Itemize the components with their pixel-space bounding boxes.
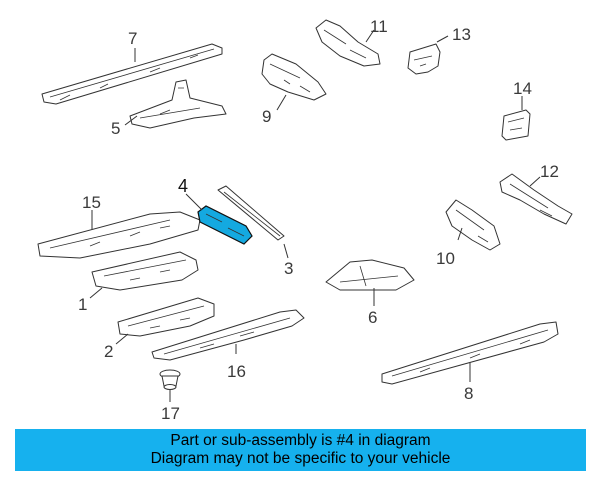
part-15[interactable] bbox=[37, 211, 201, 259]
part-5[interactable] bbox=[129, 79, 227, 129]
callout-11: 11 bbox=[370, 17, 388, 36]
part-14[interactable] bbox=[501, 109, 531, 141]
callout-15: 15 bbox=[82, 193, 101, 212]
callout-3: 3 bbox=[284, 259, 293, 278]
part-13[interactable] bbox=[407, 43, 441, 75]
callout-5: 5 bbox=[111, 119, 120, 138]
part-12[interactable] bbox=[499, 173, 573, 225]
callout-13: 13 bbox=[452, 25, 471, 44]
part-9[interactable] bbox=[261, 53, 327, 101]
callout-16: 16 bbox=[227, 362, 246, 381]
callout-9: 9 bbox=[262, 107, 271, 126]
part-4[interactable] bbox=[197, 205, 253, 245]
banner-line-1: Part or sub-assembly is #4 in diagram bbox=[170, 432, 431, 449]
part-17[interactable] bbox=[159, 369, 181, 390]
callout-4: 4 bbox=[178, 176, 188, 196]
part-2[interactable] bbox=[117, 297, 215, 337]
part-10[interactable] bbox=[445, 199, 501, 251]
callout-8: 8 bbox=[464, 384, 473, 403]
banner-line-2: Diagram may not be specific to your vehi… bbox=[150, 450, 451, 467]
part-3[interactable] bbox=[217, 185, 285, 241]
info-banner: Part or sub-assembly is #4 in diagram Di… bbox=[15, 429, 586, 471]
callout-12: 12 bbox=[540, 162, 559, 181]
part-7[interactable] bbox=[41, 43, 223, 105]
part-11[interactable] bbox=[315, 19, 381, 67]
callout-17: 17 bbox=[161, 404, 180, 423]
callout-1: 1 bbox=[78, 295, 87, 314]
callout-14: 14 bbox=[513, 79, 532, 98]
callout-6: 6 bbox=[368, 308, 377, 327]
part-8[interactable] bbox=[381, 321, 559, 385]
part-6[interactable] bbox=[325, 259, 415, 291]
callout-7: 7 bbox=[128, 29, 137, 48]
callout-2: 2 bbox=[104, 342, 113, 361]
callout-10: 10 bbox=[436, 249, 455, 268]
part-1[interactable] bbox=[91, 251, 199, 291]
part-16[interactable] bbox=[151, 309, 305, 361]
